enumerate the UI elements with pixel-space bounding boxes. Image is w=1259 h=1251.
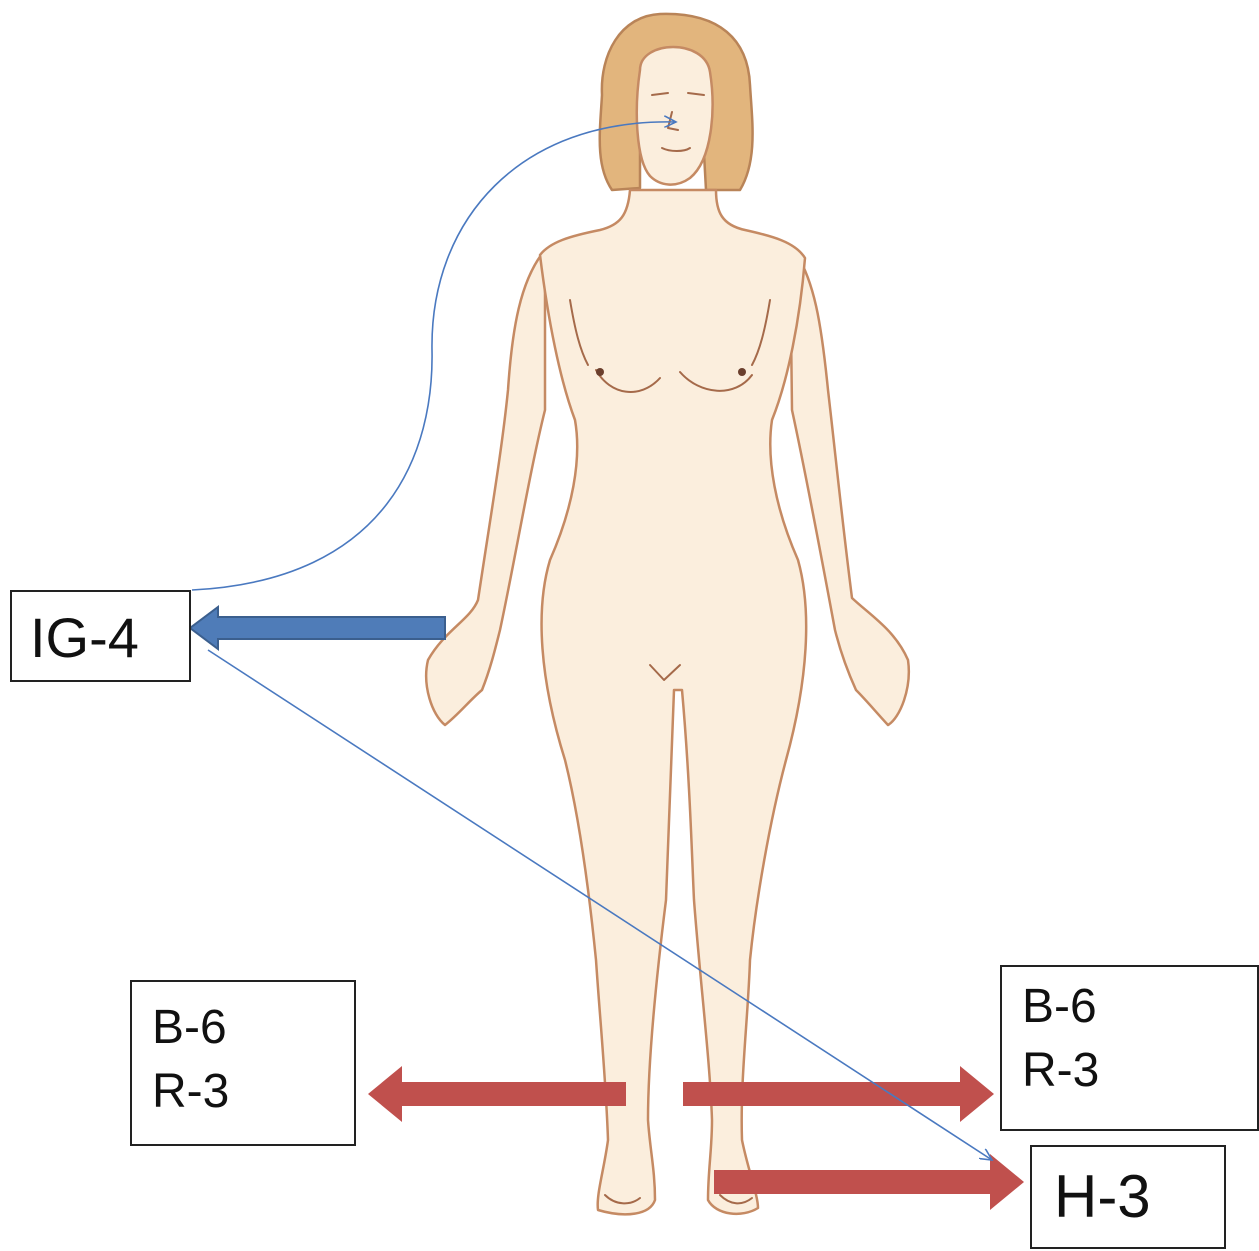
female-figure-illustration	[426, 14, 909, 1214]
face-shape	[637, 47, 713, 185]
right-foot-label-box: B-6 R-3	[1000, 965, 1259, 1131]
ig4-label-box: IG-4	[10, 590, 191, 682]
right-b6-label: B-6	[1022, 975, 1257, 1039]
right-r3-label: R-3	[1022, 1039, 1257, 1103]
red-arrow-to-h3	[714, 1154, 1024, 1210]
left-foot-label-box: B-6 R-3	[130, 980, 356, 1146]
red-arrow-left	[368, 1066, 626, 1122]
ig4-label: IG-4	[30, 592, 189, 684]
left-arm-shape	[426, 250, 545, 725]
blue-arrow-to-ig4	[190, 607, 445, 649]
right-arm-shape	[790, 245, 909, 725]
left-b6-label: B-6	[152, 996, 354, 1060]
left-r3-label: R-3	[152, 1060, 354, 1124]
h3-label-box: H-3	[1030, 1145, 1226, 1249]
h3-label: H-3	[1054, 1147, 1224, 1247]
